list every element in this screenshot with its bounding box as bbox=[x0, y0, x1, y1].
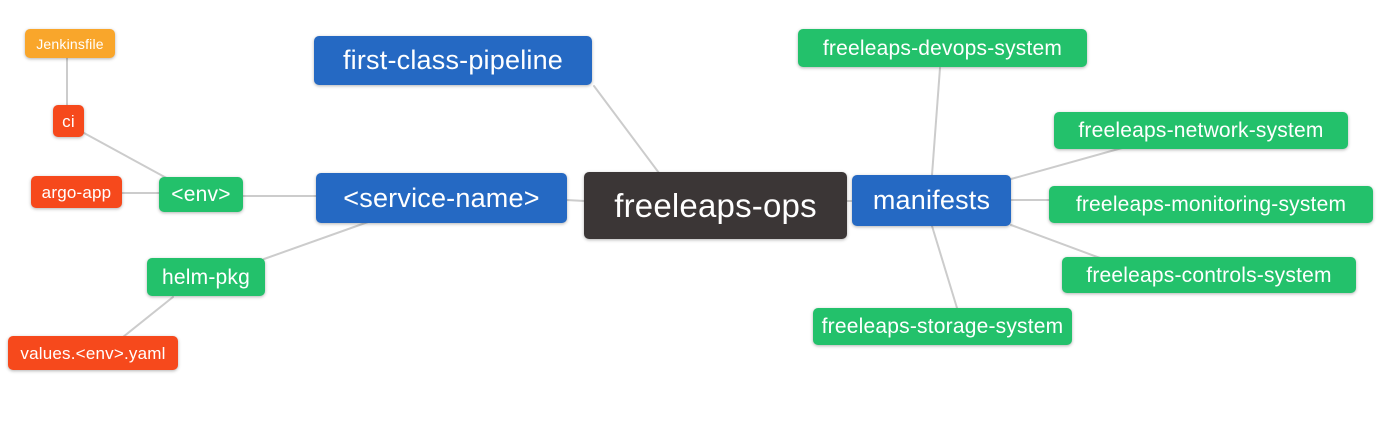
edge-manifests-to-freeleaps-devops-system bbox=[931, 67, 941, 176]
node-argo-app[interactable]: argo-app bbox=[31, 176, 122, 208]
node-freeleaps-network-system[interactable]: freeleaps-network-system bbox=[1054, 112, 1348, 149]
node-env[interactable]: <env> bbox=[159, 177, 243, 212]
node-service-name[interactable]: <service-name> bbox=[316, 173, 567, 223]
edge-manifests-to-freeleaps-controls-system bbox=[1010, 224, 1101, 259]
edge-helm-pkg-to-service-name bbox=[263, 221, 369, 260]
node-jenkinsfile[interactable]: Jenkinsfile bbox=[25, 29, 115, 58]
node-freeleaps-controls-system[interactable]: freeleaps-controls-system bbox=[1062, 257, 1356, 293]
node-freeleaps-ops[interactable]: freeleaps-ops bbox=[584, 172, 847, 239]
node-first-class-pipeline[interactable]: first-class-pipeline bbox=[314, 36, 592, 85]
edge-values-env-yaml-to-helm-pkg bbox=[122, 296, 174, 338]
node-ci[interactable]: ci bbox=[53, 105, 84, 137]
node-helm-pkg[interactable]: helm-pkg bbox=[147, 258, 265, 296]
node-freeleaps-storage-system[interactable]: freeleaps-storage-system bbox=[813, 308, 1072, 345]
edge-manifests-to-freeleaps-network-system bbox=[1010, 147, 1123, 180]
node-freeleaps-devops-system[interactable]: freeleaps-devops-system bbox=[798, 29, 1087, 67]
edge-ci-to-env bbox=[83, 132, 173, 182]
edge-service-name-to-freeleaps-ops bbox=[565, 199, 586, 202]
edge-first-class-pipeline-to-freeleaps-ops bbox=[593, 85, 660, 174]
node-manifests[interactable]: manifests bbox=[852, 175, 1011, 226]
node-values-env-yaml[interactable]: values.<env>.yaml bbox=[8, 336, 178, 370]
node-freeleaps-monitoring-system[interactable]: freeleaps-monitoring-system bbox=[1049, 186, 1373, 223]
edge-manifests-to-freeleaps-storage-system bbox=[931, 225, 958, 309]
